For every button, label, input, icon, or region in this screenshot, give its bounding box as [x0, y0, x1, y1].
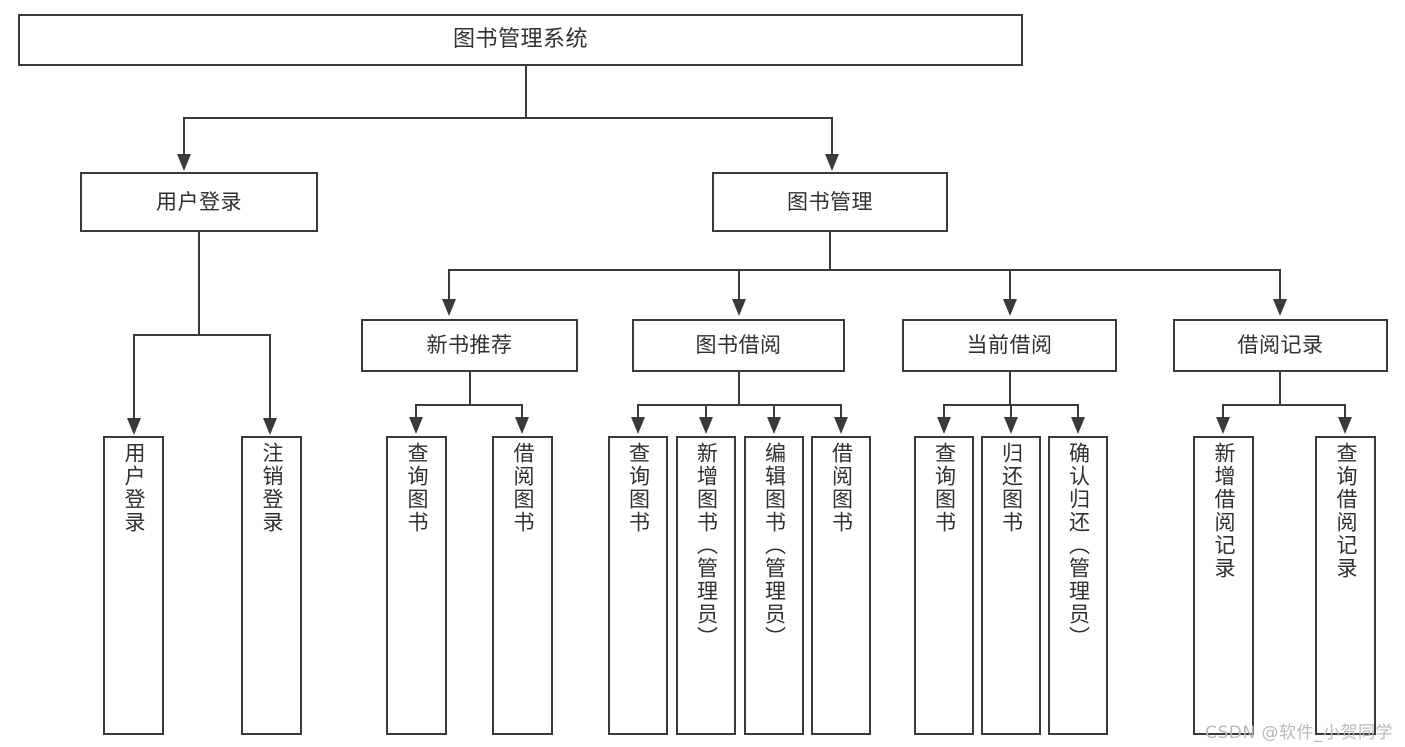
arrow-to-current-borrow [1003, 299, 1017, 316]
node-label: 新增借阅记录 [1212, 442, 1236, 580]
arrow-to-leaf-return-book [1004, 417, 1018, 434]
node-label: 确认归还（管理员） [1066, 442, 1091, 649]
leaf-query-book-new-rec[interactable]: 查询图书 [386, 436, 447, 735]
arrow-to-book-borrow [732, 299, 746, 316]
node-label: 归还图书 [999, 442, 1024, 534]
connector-user-login-drop-1 [133, 334, 135, 420]
node-book-management[interactable]: 图书管理 [712, 172, 948, 232]
node-label: 新增图书（管理员） [694, 442, 719, 649]
connector-current-borrow-trunk [1009, 372, 1011, 406]
leaf-return-book[interactable]: 归还图书 [981, 436, 1041, 735]
connector-book-borrow-drop-3 [773, 404, 775, 419]
node-new-book-recommend[interactable]: 新书推荐 [361, 319, 578, 372]
arrow-to-leaf-query-book-3 [937, 417, 951, 434]
node-user-login[interactable]: 用户登录 [80, 172, 318, 232]
node-borrow-record[interactable]: 借阅记录 [1173, 319, 1388, 372]
node-label: 查询图书 [932, 442, 957, 534]
arrow-to-leaf-add-record [1216, 417, 1230, 434]
connector-current-borrow-drop-3 [1077, 404, 1079, 419]
arrow-root-to-book-manage [825, 154, 839, 171]
arrow-to-leaf-edit-book [767, 417, 781, 434]
arrow-to-leaf-logout [263, 418, 277, 435]
connector-user-login-bus [133, 334, 271, 336]
connector-new-book-rec-drop-1 [415, 404, 417, 419]
node-current-borrow[interactable]: 当前借阅 [902, 319, 1117, 372]
node-label: 新书推荐 [426, 333, 513, 358]
leaf-confirm-return-admin[interactable]: 确认归还（管理员） [1048, 436, 1108, 735]
arrow-to-leaf-borrow-book-2 [834, 417, 848, 434]
connector-book-manage-trunk [829, 232, 831, 271]
node-label: 查询借阅记录 [1334, 442, 1358, 580]
leaf-query-book-borrow[interactable]: 查询图书 [608, 436, 668, 735]
connector-book-borrow-drop-4 [840, 404, 842, 419]
node-label: 用户登录 [156, 189, 242, 214]
node-label: 借阅图书 [511, 442, 535, 534]
node-label: 当前借阅 [966, 333, 1053, 358]
leaf-user-login[interactable]: 用户登录 [103, 436, 164, 735]
connector-root-drop-left [183, 117, 185, 156]
leaf-add-borrow-record[interactable]: 新增借阅记录 [1193, 436, 1254, 735]
connector-current-borrow-drop-2 [1010, 404, 1012, 419]
connector-book-manage-drop-4 [1279, 269, 1281, 301]
leaf-add-book-admin[interactable]: 新增图书（管理员） [676, 436, 736, 735]
connector-root-drop-right [831, 117, 833, 156]
node-label: 查询图书 [405, 442, 429, 534]
connector-new-book-rec-trunk [469, 372, 471, 406]
connector-book-borrow-trunk [738, 372, 740, 406]
leaf-logout[interactable]: 注销登录 [241, 436, 302, 735]
connector-new-book-rec-bus [415, 404, 523, 406]
connector-root-trunk [525, 66, 527, 118]
connector-book-borrow-bus [637, 404, 841, 406]
connector-book-manage-bus [448, 269, 1281, 271]
node-label: 注销登录 [260, 442, 284, 534]
connector-book-manage-drop-2 [738, 269, 740, 301]
leaf-edit-book-admin[interactable]: 编辑图书（管理员） [744, 436, 804, 735]
arrow-to-leaf-query-book-1 [409, 417, 423, 434]
connector-borrow-record-drop-2 [1344, 404, 1346, 419]
node-book-management-system[interactable]: 图书管理系统 [18, 14, 1023, 66]
arrow-to-leaf-query-record [1338, 417, 1352, 434]
node-label: 图书借阅 [695, 333, 782, 358]
arrow-to-leaf-add-book [699, 417, 713, 434]
connector-user-login-drop-2 [269, 334, 271, 420]
node-book-borrow[interactable]: 图书借阅 [632, 319, 845, 372]
connector-borrow-record-trunk [1279, 372, 1281, 406]
connector-user-login-trunk [198, 232, 200, 336]
arrow-to-leaf-confirm-return [1071, 417, 1085, 434]
arrow-root-to-user-login [177, 154, 191, 171]
connector-new-book-rec-drop-2 [521, 404, 523, 419]
node-label: 编辑图书（管理员） [762, 442, 787, 649]
node-label: 图书管理 [787, 189, 873, 214]
connector-book-manage-drop-3 [1009, 269, 1011, 301]
leaf-borrow-book[interactable]: 借阅图书 [811, 436, 871, 735]
arrow-to-leaf-borrow-book-1 [515, 417, 529, 434]
arrow-to-leaf-query-book-2 [631, 417, 645, 434]
arrow-to-borrow-record [1273, 299, 1287, 316]
leaf-query-borrow-record[interactable]: 查询借阅记录 [1315, 436, 1376, 735]
connector-borrow-record-bus [1222, 404, 1346, 406]
leaf-borrow-book-new-rec[interactable]: 借阅图书 [492, 436, 553, 735]
node-label: 借阅图书 [829, 442, 854, 534]
connector-book-manage-drop-1 [448, 269, 450, 301]
node-label: 借阅记录 [1237, 333, 1324, 358]
node-label: 用户登录 [122, 442, 146, 534]
arrow-to-leaf-user-login [127, 418, 141, 435]
connector-book-borrow-drop-1 [637, 404, 639, 419]
arrow-to-new-book-rec [442, 299, 456, 316]
node-label: 图书管理系统 [452, 27, 588, 53]
connector-book-borrow-drop-2 [705, 404, 707, 419]
leaf-query-book-current[interactable]: 查询图书 [914, 436, 974, 735]
connector-root-bus [183, 117, 833, 119]
connector-borrow-record-drop-1 [1222, 404, 1224, 419]
node-label: 查询图书 [626, 442, 651, 534]
connector-current-borrow-drop-1 [943, 404, 945, 419]
